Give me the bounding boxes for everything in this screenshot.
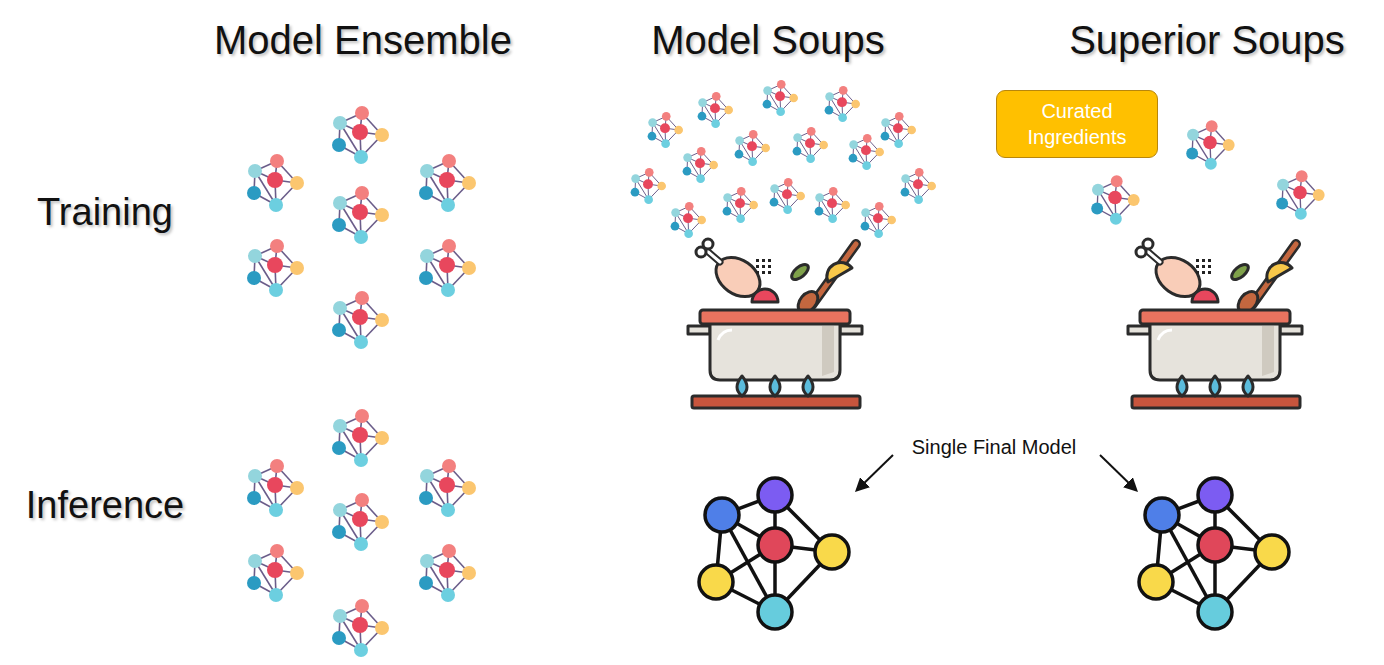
network-icon <box>683 147 718 183</box>
network-icon <box>861 202 896 238</box>
column-heading: Superior Soups <box>1069 20 1345 60</box>
box-text: Curated Ingredients <box>997 94 1157 154</box>
network-icon <box>825 86 860 122</box>
network-icon <box>849 134 884 170</box>
network-icon <box>419 544 476 602</box>
network-icon <box>419 154 476 212</box>
network-icon <box>631 168 666 204</box>
network-icon <box>1091 175 1139 224</box>
network-icon <box>247 154 304 212</box>
pointer-arrow <box>1100 455 1136 490</box>
cooking-pot <box>1128 239 1302 408</box>
network-icon <box>247 544 304 602</box>
final-network <box>699 478 849 629</box>
callout-label: Single Final Model <box>912 437 1077 457</box>
network-icon <box>671 202 706 238</box>
network-icon <box>723 187 758 223</box>
final-network <box>1139 478 1289 629</box>
column-heading: Model Soups <box>651 20 884 60</box>
network-icon <box>332 409 389 467</box>
network-icon <box>793 127 828 163</box>
network-icon <box>419 459 476 517</box>
network-icon <box>332 493 389 551</box>
network-icon <box>881 112 916 148</box>
network-icon <box>332 291 389 349</box>
network-icon <box>247 459 304 517</box>
network-icon <box>901 168 936 204</box>
network-icon <box>332 599 389 657</box>
network-icon <box>698 92 733 128</box>
cooking-pot <box>688 239 862 408</box>
row-heading: Training <box>37 193 173 231</box>
network-icon <box>763 80 798 116</box>
network-icon <box>419 239 476 297</box>
callout-box: Curated Ingredients <box>996 90 1158 158</box>
network-icon <box>247 239 304 297</box>
network-icon <box>648 112 683 148</box>
network-icon <box>332 186 389 244</box>
row-heading: Inference <box>26 486 184 524</box>
network-icon <box>770 178 805 214</box>
column-heading: Model Ensemble <box>214 20 512 60</box>
network-icon <box>1186 120 1234 169</box>
network-icon <box>332 106 389 164</box>
pointer-arrow <box>857 455 893 490</box>
network-icon <box>815 187 850 223</box>
network-icon <box>1276 170 1324 219</box>
network-icon <box>735 130 770 166</box>
